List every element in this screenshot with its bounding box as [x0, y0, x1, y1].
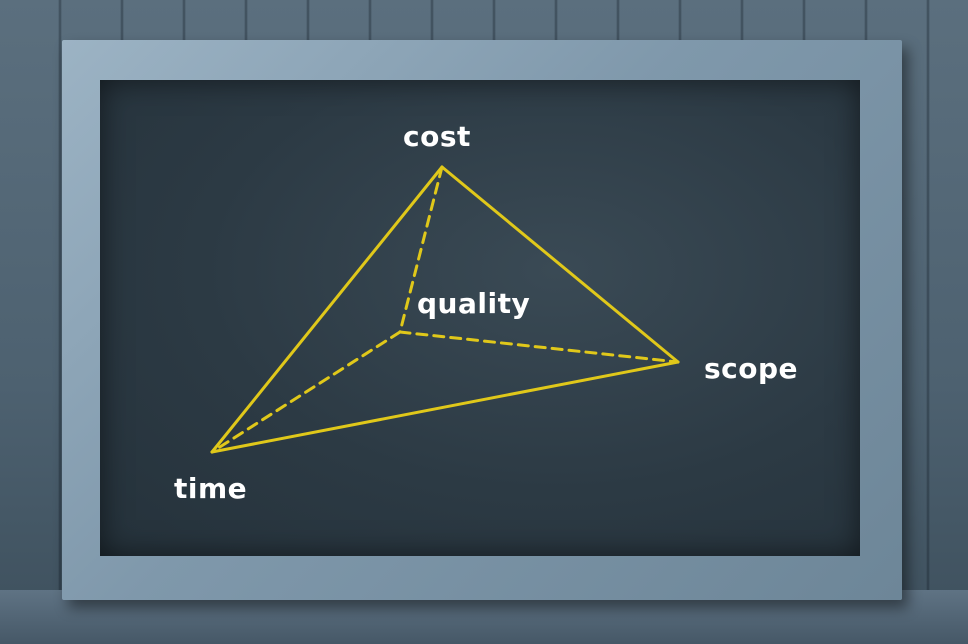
edge-quality-scope — [398, 330, 680, 364]
edge-time-scope — [210, 360, 680, 454]
edge-cost-scope — [440, 165, 680, 364]
edge-cost-time — [210, 165, 444, 454]
label-cost: cost — [403, 120, 471, 153]
edge-cost-quality — [398, 165, 444, 334]
edge-quality-time — [210, 330, 402, 454]
chalkboard-surface — [100, 80, 860, 556]
label-scope: scope — [704, 352, 799, 385]
label-quality: quality — [417, 287, 531, 320]
label-time: time — [174, 472, 248, 505]
